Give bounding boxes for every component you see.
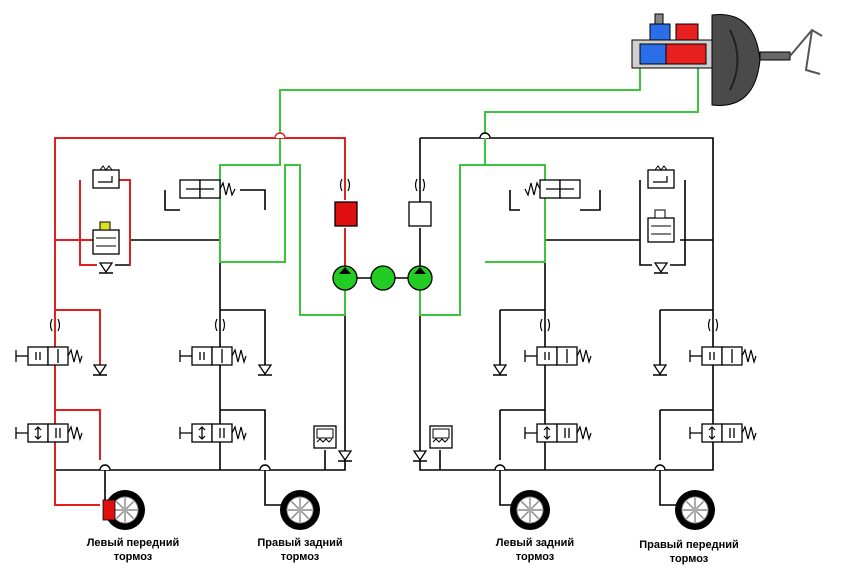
right-pressure-limiter [647,165,675,274]
label-front-right-line2: тормоз [669,553,709,565]
left-pilot-valve [179,179,236,199]
check-valve-front-left [92,364,108,376]
left-pressure-limiter [92,165,120,274]
label-front-right: Правый передний тормоз [614,538,764,566]
isolation-valve-left [334,201,358,227]
line-crossings [99,132,666,471]
outlet-valve-front-left [15,423,83,443]
check-valve-rear-right [257,364,273,376]
label-rear-left-line2: тормоз [515,551,555,563]
label-rear-left-line1: Левый задний [495,537,575,549]
outlet-valve-rear-left [524,423,592,443]
inlet-valve-front-left [15,346,83,366]
wheel-rear-left-icon [509,489,551,531]
check-valve-rear-left [492,364,508,376]
label-front-left-line1: Левый передний [86,537,180,549]
inlet-valve-rear-left [524,346,592,366]
check-valve-right-return [412,450,428,462]
control-lines [219,60,699,316]
outlet-valve-rear-right [179,423,247,443]
brake-booster [631,13,823,106]
inlet-valve-rear-right [179,346,247,366]
label-front-left: Левый передний тормоз [58,536,208,564]
active-pressure-lines [54,137,346,506]
check-valve-left-return [337,450,353,462]
accumulator-right [429,425,453,449]
label-rear-right-line1: Правый задний [257,537,343,549]
outlet-valve-front-right [689,423,757,443]
check-valve-front-right [652,364,668,376]
label-front-right-line1: Правый передний [639,539,739,551]
label-rear-left: Левый задний тормоз [460,536,610,564]
accumulator-left [313,425,337,449]
label-rear-right-line2: тормоз [280,551,320,563]
label-rear-right: Правый задний тормоз [225,536,375,564]
return-pump [332,265,433,291]
label-front-left-line2: тормоз [113,551,153,563]
wheel-rear-right-icon [279,489,321,531]
right-circuit [419,137,714,506]
right-pilot-valve [524,179,581,199]
inlet-valve-front-right [689,346,757,366]
wheel-front-right-icon [674,489,716,531]
isolation-valve-right [408,201,432,227]
caliper-front-left [102,499,116,521]
